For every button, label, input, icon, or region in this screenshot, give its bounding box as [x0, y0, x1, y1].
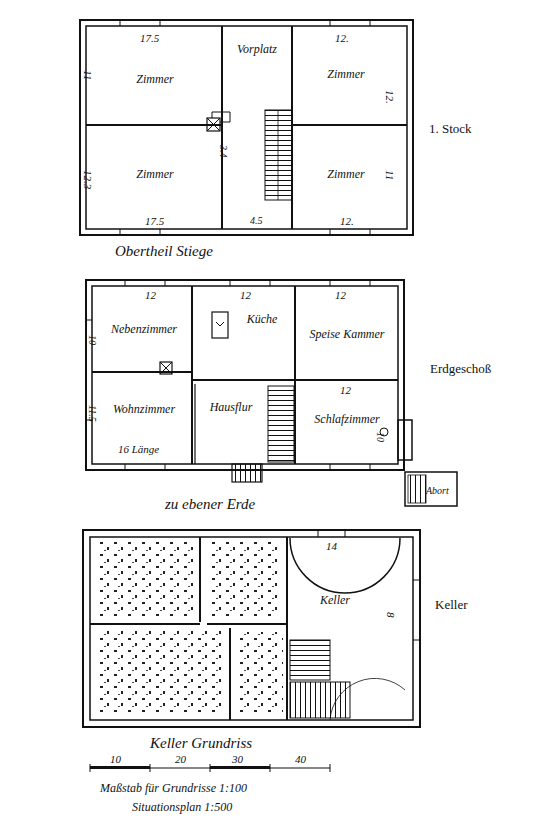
dimension: 3.4: [218, 145, 228, 158]
dimension: 12: [240, 290, 251, 301]
dimension: 12: [340, 385, 351, 396]
room-name: Vorplatz: [235, 43, 279, 56]
room-name: Zimmer: [325, 168, 366, 181]
dimension: 11: [384, 170, 395, 180]
dimension: 17.5: [140, 33, 159, 44]
room-name: Keller: [318, 594, 352, 607]
room: Keller: [300, 588, 370, 614]
caption-note: zu ebener Erde: [165, 497, 255, 512]
floor-heading: 1. Stock: [429, 121, 472, 137]
caption-note: Obertheil Stiege: [115, 244, 213, 259]
dimension: 11: [82, 70, 93, 80]
dimension: 14: [326, 541, 337, 552]
room-name: Schlafzimmer: [312, 413, 381, 426]
room: Zimmer: [100, 135, 210, 215]
room: Zimmer: [296, 135, 396, 215]
floor-heading: Erdgeschoß: [430, 361, 491, 377]
room-name: Zimmer: [134, 73, 175, 86]
room: Zimmer: [296, 40, 396, 110]
room: Hausflur: [198, 388, 264, 428]
scale-number: 20: [175, 754, 186, 765]
room: Vorplatz: [226, 30, 288, 70]
floor-plan: 1. StockZimmerVorplatzZimmerZimmerZimmer: [86, 26, 407, 229]
room-name: Nebenzimmer: [109, 323, 179, 336]
room: Zimmer: [100, 45, 210, 115]
dimension: 12.: [335, 33, 349, 44]
dimension: 12.3: [82, 170, 93, 189]
dimension: 17.5: [145, 216, 164, 227]
floor-plan: KellerKeller: [90, 537, 413, 720]
dimension: 8: [385, 612, 396, 618]
room: Nebenzimmer: [100, 300, 188, 360]
caption-note: 16 Länge: [118, 444, 159, 455]
room-name: Speise Kammer: [308, 328, 387, 341]
dimension: 12.: [340, 216, 354, 227]
caption-note: Situationsplan 1:500: [132, 801, 232, 813]
dimension: 12.: [384, 90, 395, 104]
scale-number: 40: [295, 754, 306, 765]
room-name: Zimmer: [134, 168, 175, 181]
dimension: 10: [375, 432, 385, 442]
dimension: 12: [335, 290, 346, 301]
floor-plan: ErdgeschoßNebenzimmerKücheSpeise KammerW…: [92, 286, 398, 464]
scale-number: 10: [110, 754, 121, 765]
room: Küche: [232, 300, 292, 340]
caption-note: Keller Grundriss: [150, 736, 252, 751]
room-name: Küche: [245, 313, 280, 326]
room-name: Hausflur: [208, 401, 255, 414]
scale-number: 30: [232, 754, 243, 765]
room-name: Zimmer: [325, 68, 366, 81]
caption-note: Maßstab für Grundrisse 1:100: [100, 782, 247, 794]
dimension: 4.5: [250, 216, 263, 226]
room: Speise Kammer: [300, 300, 394, 370]
room: Wohnzimmer: [100, 385, 188, 435]
dimension: 11.5: [87, 405, 97, 422]
dimension: 10: [87, 335, 97, 345]
dimension: 12: [145, 290, 156, 301]
dimension: Abort: [426, 486, 449, 496]
room-name: Wohnzimmer: [111, 403, 177, 416]
floor-heading: Keller: [435, 597, 467, 613]
